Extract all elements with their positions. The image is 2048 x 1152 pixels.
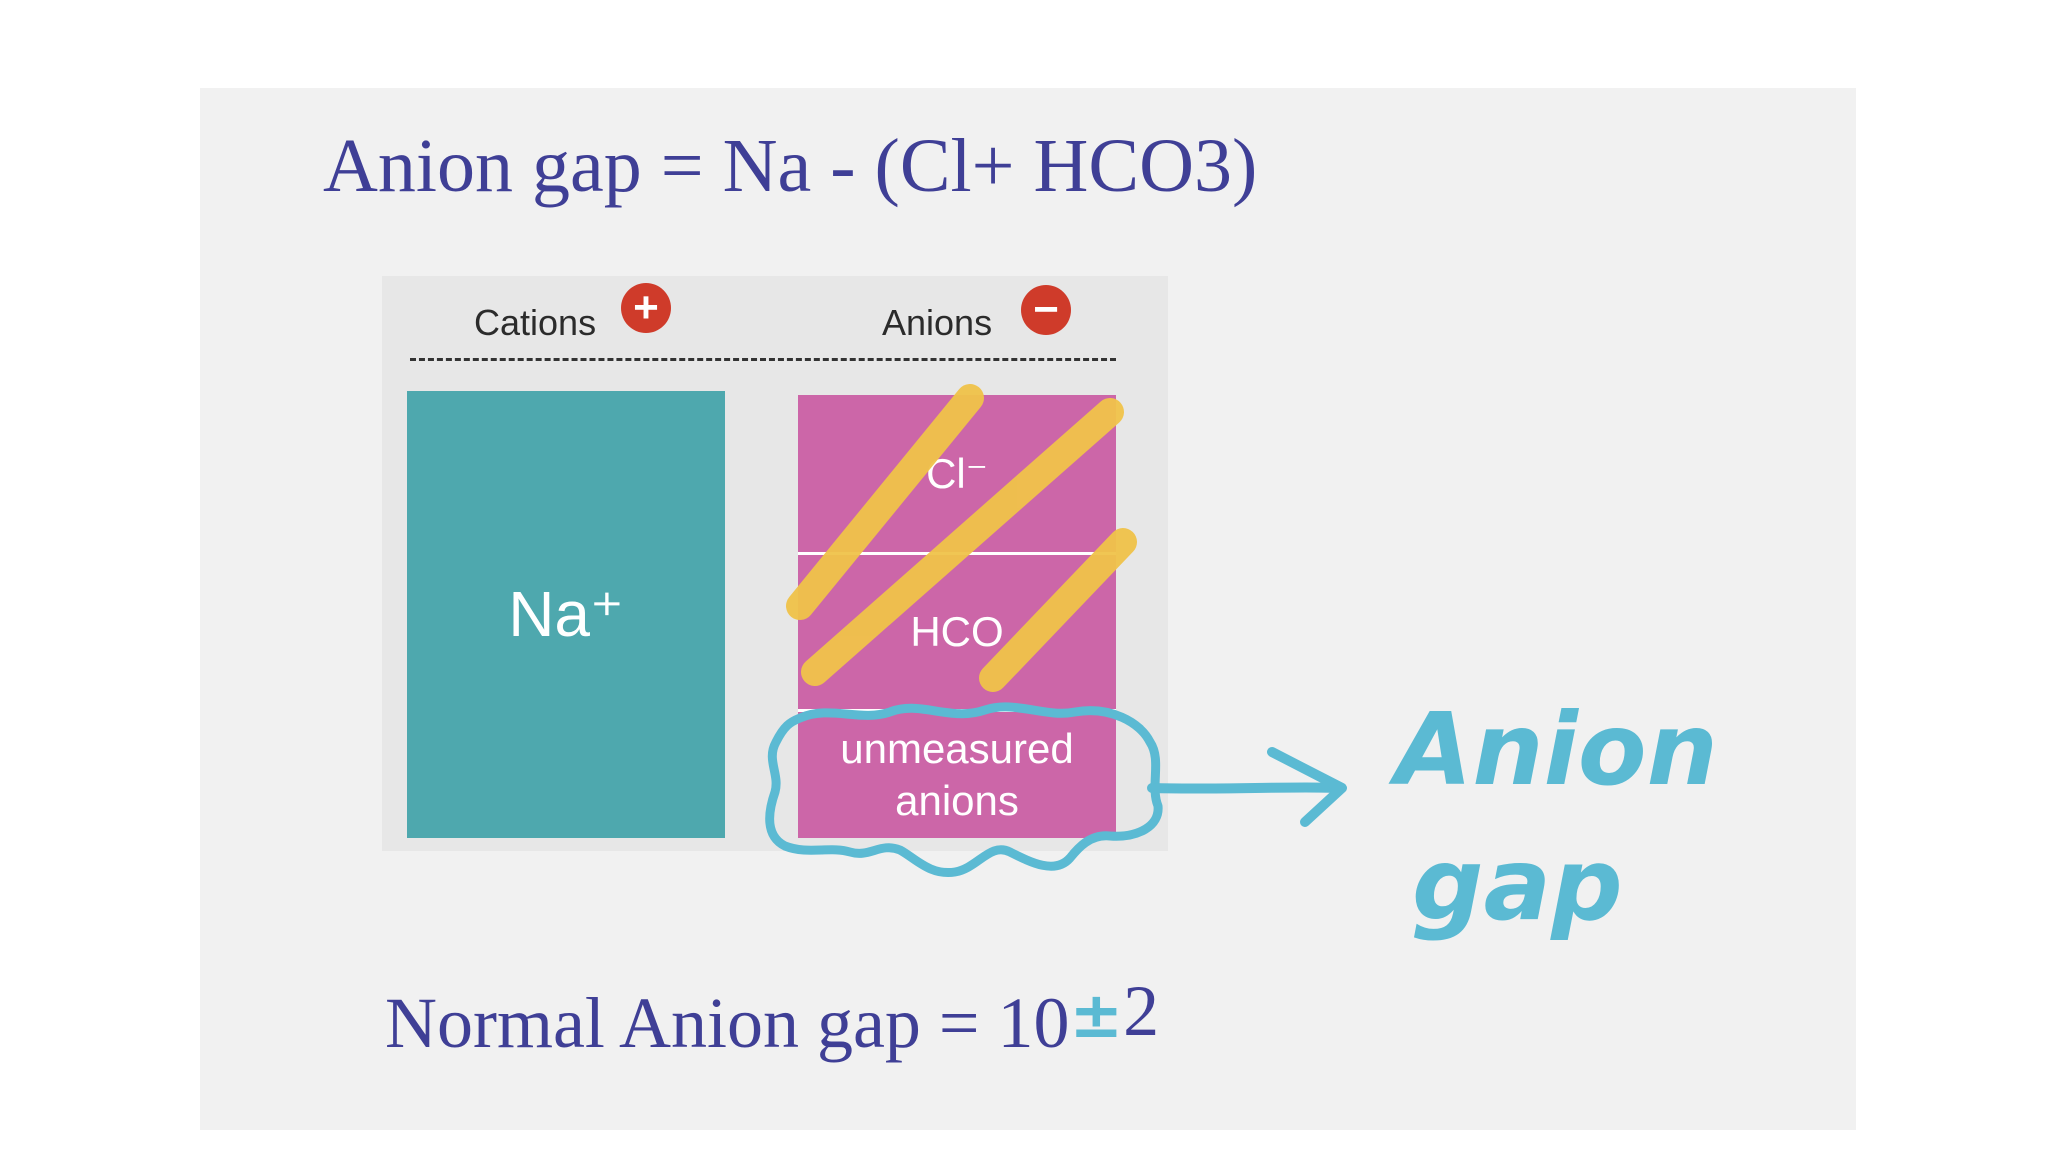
normal-anion-gap: Normal Anion gap = 10±2 xyxy=(385,975,1159,1059)
anion-gap-formula: Anion gap = Na - (Cl+ HCO3) xyxy=(323,124,1258,208)
anions-label: Anions xyxy=(882,302,993,343)
chloride-segment: Cl⁻ xyxy=(798,395,1116,553)
bicarbonate-segment: HCO xyxy=(798,555,1116,709)
normal-anion-gap-value: 2 xyxy=(1123,971,1160,1051)
anions-block: Cl⁻ HCO unmeasured anions xyxy=(798,395,1116,838)
minus-icon: − xyxy=(1021,285,1071,335)
sodium-block: Na⁺ xyxy=(407,391,725,838)
bicarbonate-label: HCO xyxy=(910,607,1004,655)
handwritten-gap-label: gap xyxy=(1412,826,1623,943)
plus-icon: + xyxy=(621,283,671,333)
chloride-label: Cl⁻ xyxy=(926,449,988,497)
unmeasured-anions-label: unmeasured anions xyxy=(840,724,1074,825)
unmeasured-anions-segment: unmeasured anions xyxy=(798,712,1116,838)
handwritten-anion-label: Anion xyxy=(1395,691,1718,808)
plus-minus-sign: ± xyxy=(1069,979,1124,1053)
sodium-label: Na⁺ xyxy=(508,578,624,650)
dashed-divider xyxy=(410,358,1116,361)
cations-label: Cations xyxy=(474,302,597,343)
normal-anion-gap-text: Normal Anion gap = 10 xyxy=(385,983,1070,1063)
